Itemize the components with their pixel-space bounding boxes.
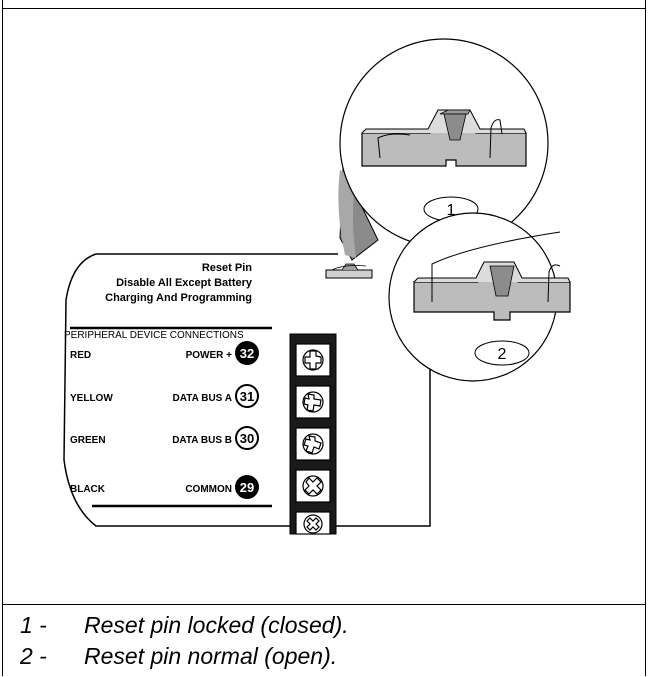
panel-outline: [63, 253, 431, 527]
terminal-number: 31: [240, 389, 254, 404]
caption-item: 1 - Reset pin locked (closed).: [20, 612, 349, 639]
caption-divider: [2, 604, 646, 605]
terminal-number: 30: [240, 431, 254, 446]
terminal-number: 32: [240, 346, 254, 361]
callout-1: 1: [447, 202, 456, 219]
magnifier-locked: [339, 38, 549, 248]
caption-number: 1 -: [20, 612, 47, 638]
reset-label-line3: Charging And Programming: [105, 292, 252, 304]
signal-label: DATA BUS A: [173, 393, 232, 404]
top-rule: [2, 8, 646, 9]
magnifier-normal: [388, 212, 571, 382]
peripheral-header: PERIPHERAL DEVICE CONNECTIONS: [64, 330, 244, 341]
wire-color-label: GREEN: [70, 435, 106, 446]
signal-label: POWER +: [186, 350, 233, 361]
caption-item: 2 - Reset pin normal (open).: [20, 643, 337, 670]
wire-color-label: YELLOW: [70, 393, 113, 404]
caption-text: Reset pin normal (open).: [84, 643, 338, 669]
terminal-badges: [235, 341, 259, 499]
terminal-number: 29: [240, 480, 254, 495]
caption-number: 2 -: [20, 643, 47, 669]
signal-label: COMMON: [185, 484, 232, 495]
reset-pin-small: [325, 263, 373, 279]
wire-color-label: RED: [70, 350, 91, 361]
reset-pin-diagram: 32 31 30 29 Reset Pin Disable All Except…: [63, 38, 571, 535]
caption-text: Reset pin locked (closed).: [84, 612, 349, 638]
terminal-block: [289, 333, 337, 535]
wire-color-label: BLACK: [70, 484, 106, 495]
signal-label: DATA BUS B: [172, 435, 232, 446]
reset-label-line1: Reset Pin: [202, 262, 252, 274]
reset-label-line2: Disable All Except Battery: [116, 277, 253, 289]
callout-2: 2: [498, 346, 507, 363]
